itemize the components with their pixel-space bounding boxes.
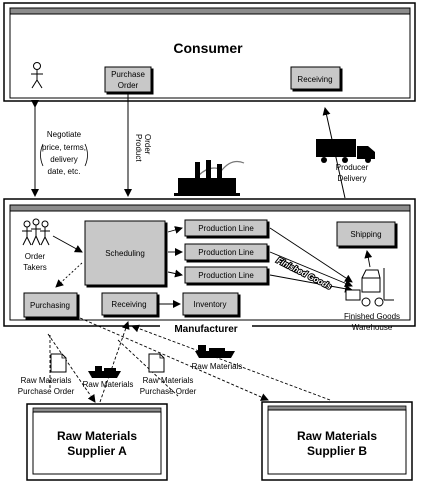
negotiate-label: Negotiate price, terms, delivery date, e… [40,130,88,176]
supplier-b-to-receiving-arrow [131,324,331,401]
raw-materials-label-b: Raw Materials [192,362,243,371]
line1-to-warehouse-arrow [269,227,353,283]
scheduling-box: Scheduling [84,220,166,286]
supplier-a-box: Raw Materials Supplier A [26,403,168,481]
delivery-truck-icon [316,139,375,163]
inventory-box: Inventory [182,292,239,316]
supplier-a-line2: Supplier A [67,444,127,458]
svg-text:Warehouse: Warehouse [352,323,393,332]
factory-icon [174,160,245,196]
production-line-3: Production Line [184,266,268,284]
svg-text:Producer: Producer [336,163,369,172]
svg-text:Product: Product [134,134,143,162]
svg-text:Purchase Order: Purchase Order [140,387,197,396]
production-line-1: Production Line [184,219,268,237]
supplier-b-line2: Supplier B [307,444,367,458]
warehouse-label: Finished Goods Warehouse [344,312,400,332]
consumer-person-icon [31,62,43,89]
sched-to-line3-arrow [167,269,183,278]
line3-to-warehouse-arrow [269,274,353,293]
producer-delivery-label: Producer Delivery [336,163,369,183]
line2-to-warehouse-arrow [269,251,353,288]
supplier-a-line1: Raw Materials [57,429,137,443]
purchasing-to-supplier-a-arrow [47,333,96,403]
producer-delivery-arrow [322,107,346,199]
consumer-box: Consumer [3,2,416,102]
supplier-a-to-receiving-arrow [99,321,130,403]
purchase-order-line1: Purchase [111,70,145,79]
takers-to-scheduling-arrow [52,235,83,253]
order-takers-icon [22,218,50,246]
svg-text:Production Line: Production Line [198,248,254,257]
purchase-order-document-icon-a [50,353,67,373]
consumer-receiving-label: Receiving [297,75,332,84]
svg-text:Takers: Takers [23,263,47,272]
po-b-line [117,339,179,397]
sched-to-line1-arrow [167,226,183,234]
svg-text:Order: Order [143,134,152,155]
cargo-ship-icon-a [88,366,121,378]
raw-materials-label-a: Raw Materials [83,380,134,389]
manufacturer-title: Manufacturer [174,324,237,335]
production-line-2: Production Line [184,243,268,261]
svg-text:date, etc.: date, etc. [48,167,81,176]
raw-materials-po-label-b: Raw Materials Purchase Order [140,376,197,396]
consumer-receiving-box: Receiving [290,66,341,90]
scheduling-label: Scheduling [105,249,145,258]
forklift-icon [345,268,394,307]
shipping-box: Shipping [336,221,396,247]
consumer-title: Consumer [173,40,243,56]
scheduling-to-purchasing-arrow [55,262,83,288]
purchase-order-line2: Order [118,81,139,90]
svg-text:price, terms,: price, terms, [42,143,86,152]
warehouse-to-shipping-arrow [364,250,373,268]
cargo-ship-icon-b [195,345,235,358]
consumer-purchase-order-box: Purchase Order [104,66,152,93]
svg-text:Production Line: Production Line [198,271,254,280]
svg-text:Raw Materials: Raw Materials [143,376,194,385]
manufacturer-receiving-box: Receiving [101,292,158,316]
svg-text:Receiving: Receiving [111,300,146,309]
product-order-label: Product Order [134,134,152,162]
supplier-b-line1: Raw Materials [297,429,377,443]
svg-text:Shipping: Shipping [350,230,381,239]
purchasing-box: Purchasing [23,292,78,318]
svg-text:Purchasing: Purchasing [30,301,70,310]
svg-text:delivery: delivery [50,155,78,164]
svg-text:Inventory: Inventory [194,300,227,309]
order-takers-label: Order Takers [23,252,47,272]
svg-text:Production Line: Production Line [198,224,254,233]
svg-text:Order: Order [25,252,46,261]
svg-text:Raw Materials: Raw Materials [21,376,72,385]
svg-text:Purchase Order: Purchase Order [18,387,75,396]
svg-text:Delivery: Delivery [338,174,367,183]
svg-text:Finished Goods: Finished Goods [344,312,400,321]
supplier-b-box: Raw Materials Supplier B [261,401,413,481]
purchasing-to-supplier-b-arrow [79,317,269,401]
svg-text:Negotiate: Negotiate [47,130,82,139]
raw-materials-po-label-a: Raw Materials Purchase Order [18,376,75,396]
purchase-order-document-icon-b [148,353,165,373]
